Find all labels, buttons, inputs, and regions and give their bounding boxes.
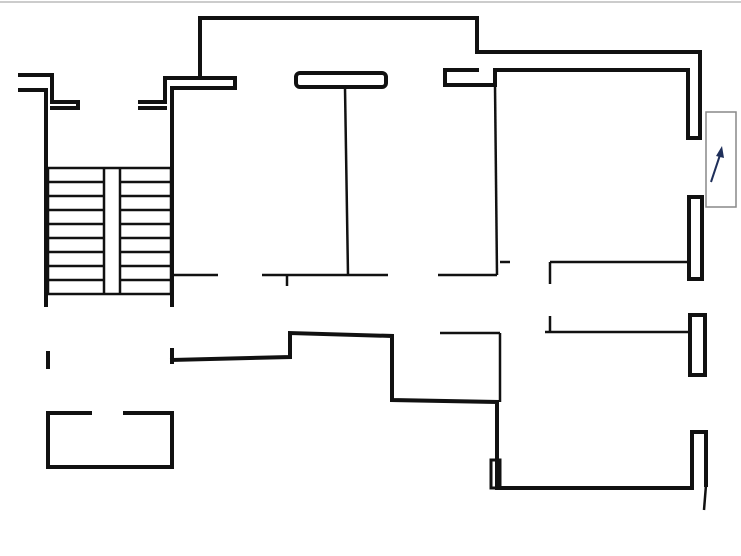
wall-room-right bbox=[493, 84, 499, 276]
wall-small-pier bbox=[489, 458, 502, 490]
wall-right-pier bbox=[688, 313, 707, 377]
wall-bottom-left-room bbox=[46, 411, 174, 469]
wall-stair-right bbox=[138, 76, 237, 307]
staircase-frame bbox=[46, 166, 173, 296]
wall-top-left-inner bbox=[18, 88, 48, 307]
staircase bbox=[46, 166, 173, 296]
wall-right-pier bbox=[687, 195, 704, 281]
wall-t-bar bbox=[294, 71, 388, 89]
door-arrow-head bbox=[716, 146, 724, 158]
wall-top-main bbox=[198, 16, 702, 140]
wall-t-stem bbox=[343, 87, 350, 276]
wall-tail bbox=[702, 484, 708, 511]
wall-lower-corridor bbox=[169, 330, 708, 490]
door-frame bbox=[705, 111, 737, 208]
door-arrow-icon bbox=[710, 151, 722, 183]
wall-top-left-stub bbox=[18, 73, 80, 110]
